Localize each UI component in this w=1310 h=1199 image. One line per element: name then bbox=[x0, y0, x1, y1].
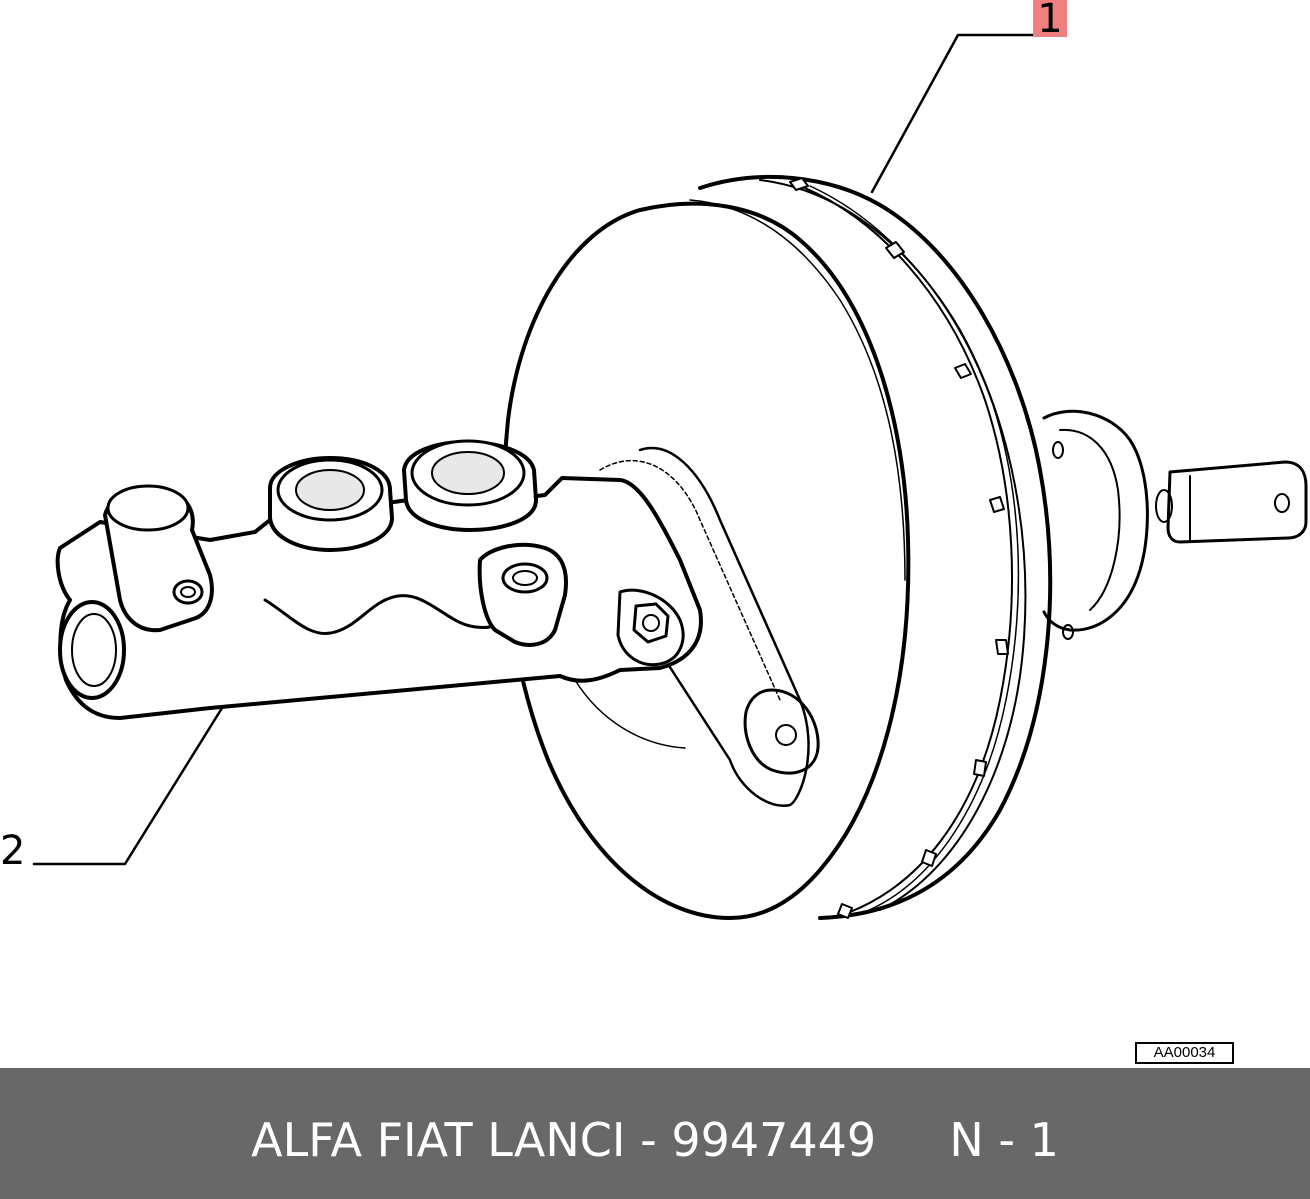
booster-crimp-tabs bbox=[789, 177, 1009, 919]
right-boss bbox=[477, 542, 568, 647]
right-brake-port-inner bbox=[512, 570, 538, 586]
pushrod-shaft bbox=[1155, 489, 1173, 523]
footer-caption: ALFA FIAT LANCI - 9947449 N - 1 bbox=[0, 1113, 1310, 1167]
footer-gap bbox=[876, 1113, 949, 1167]
flange-nut bbox=[632, 602, 670, 644]
booster-stud-top bbox=[1052, 441, 1064, 459]
flange-nut-bore bbox=[642, 614, 660, 632]
booster-vacuum-port bbox=[775, 724, 797, 746]
booster-crimp-band bbox=[789, 181, 1013, 913]
reservoir-port-2 bbox=[402, 439, 538, 532]
master-cylinder-rib bbox=[263, 594, 524, 635]
left-bleed-port bbox=[172, 579, 204, 605]
booster-rear-rim-inner bbox=[759, 179, 1027, 911]
booster-mount-plate bbox=[618, 446, 810, 808]
footer-position: N - 1 bbox=[949, 1113, 1059, 1167]
booster-stud-bottom bbox=[1062, 624, 1074, 640]
leader-lines bbox=[32, 33, 1035, 866]
booster-crimp-band-2 bbox=[809, 185, 1020, 915]
callout-label-1: 1 bbox=[1033, 0, 1067, 39]
right-brake-port bbox=[501, 562, 549, 594]
pushrod-clevis bbox=[1166, 460, 1308, 544]
leader-line-2 bbox=[32, 706, 224, 866]
booster-rear-housing-inner bbox=[1059, 428, 1121, 611]
reference-code-box: AA00034 bbox=[1135, 1042, 1234, 1064]
footer-separator: - bbox=[625, 1113, 672, 1167]
master-cylinder-end-cap bbox=[58, 600, 126, 700]
clevis-pin-hole bbox=[1274, 493, 1290, 513]
booster-lower-arc bbox=[574, 679, 686, 749]
footer-bar bbox=[0, 1068, 1310, 1199]
footer-part-number: 9947449 bbox=[671, 1113, 877, 1167]
booster-front-shell-edge bbox=[689, 199, 906, 581]
brake-booster bbox=[501, 174, 1308, 920]
reservoir-port-1 bbox=[268, 456, 394, 552]
booster-rear-housing bbox=[1042, 409, 1149, 632]
booster-mount-plate-inner bbox=[599, 460, 781, 701]
footer-brands: ALFA FIAT LANCI bbox=[251, 1113, 626, 1167]
booster-vacuum-boss bbox=[743, 688, 820, 775]
leader-line-1 bbox=[870, 33, 1035, 194]
booster-rear-rim bbox=[698, 174, 1053, 920]
left-boss-top bbox=[106, 484, 190, 532]
left-bleed-port-inner bbox=[180, 586, 196, 598]
callout-label-2: 2 bbox=[0, 828, 26, 874]
master-cylinder bbox=[55, 439, 703, 720]
brake-booster-diagram bbox=[32, 33, 1308, 920]
master-cylinder-end-cap-face bbox=[71, 613, 117, 687]
